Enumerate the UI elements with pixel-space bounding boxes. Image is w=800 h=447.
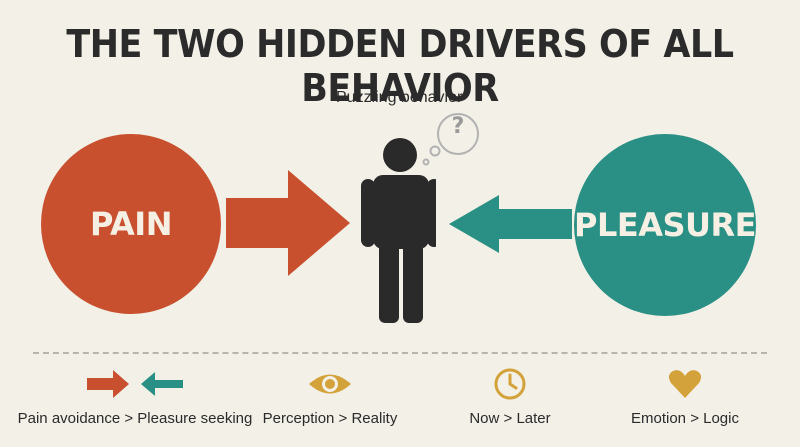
question-mark-icon: ? — [451, 114, 465, 139]
heart-icon — [668, 370, 702, 398]
pain-arrow — [226, 170, 350, 276]
legend-item-emotion-logic: Emotion > Logic — [610, 366, 760, 427]
pain-label: PAIN — [90, 205, 172, 243]
pain-circle: PAIN — [41, 134, 221, 314]
legend-label-perception: Perception > Reality — [262, 410, 398, 427]
two-arrows-icon — [87, 370, 183, 398]
diagram-title: THE TWO HIDDEN DRIVERS OF ALL BEHAVIOR — [66, 22, 734, 110]
divider — [33, 352, 767, 354]
legend-label-now-later: Now > Later — [469, 410, 551, 427]
puzzling-behavior-caption: Puzzling behavior — [336, 89, 463, 106]
thought-bubble-icon — [422, 113, 479, 166]
pleasure-arrow — [449, 195, 572, 253]
legend-item-now-later: Now > Later — [450, 366, 570, 427]
pleasure-circle: PLEASURE — [574, 134, 757, 316]
pleasure-label: PLEASURE — [574, 206, 757, 244]
legend-label-emotion-logic: Emotion > Logic — [631, 410, 739, 427]
legend-item-perception: Perception > Reality — [240, 366, 420, 427]
person-icon — [361, 138, 436, 323]
eye-icon — [309, 374, 351, 394]
legend-label-pain-avoidance: Pain avoidance > Pleasure seeking — [17, 410, 253, 427]
legend-item-pain-avoidance: Pain avoidance > Pleasure seeking — [10, 366, 260, 427]
clock-icon — [494, 368, 526, 400]
